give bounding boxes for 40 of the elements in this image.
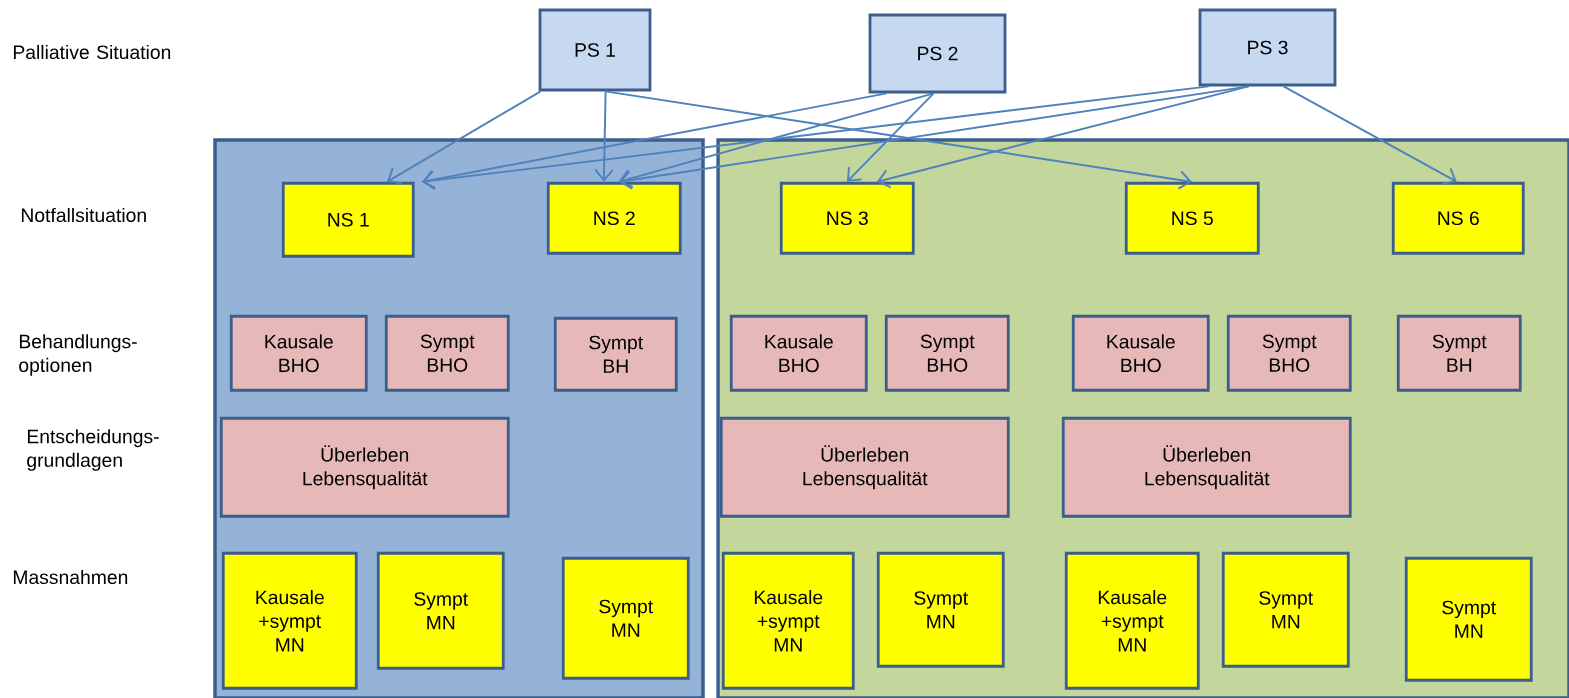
arrow <box>386 90 542 185</box>
measure-box: Sympt MN <box>1404 556 1533 682</box>
option-box: Sympt BH <box>553 316 678 392</box>
measure-box: Kausale +sympt MN <box>221 551 358 690</box>
process-box: PS 3 <box>1198 8 1337 87</box>
arrow <box>618 92 935 188</box>
option-box: Kausale BHO <box>1071 314 1210 392</box>
arrow <box>594 90 614 182</box>
emergency-box: NS 1 <box>281 181 415 258</box>
measure-box: Sympt MN <box>561 556 690 680</box>
option-box: Kausale BHO <box>729 314 868 392</box>
measure-box: Sympt MN <box>1221 551 1350 668</box>
row-label: Notfallsituation <box>21 207 146 223</box>
arrow <box>421 85 1210 191</box>
emergency-box: NS 6 <box>1391 181 1525 255</box>
emergency-box: NS 2 <box>546 181 682 255</box>
row-label: Massnahmen <box>13 569 128 585</box>
measure-box: Kausale +sympt MN <box>1064 551 1200 690</box>
option-box: Sympt BHO <box>384 314 510 392</box>
process-box: PS 2 <box>868 13 1007 94</box>
measure-box: Sympt MN <box>876 551 1005 668</box>
arrow <box>846 92 935 182</box>
row-label: Palliative Situation <box>13 44 171 60</box>
emergency-box: NS 3 <box>779 181 915 255</box>
option-box: Sympt BHO <box>884 314 1010 392</box>
measure-box: Sympt MN <box>376 551 505 670</box>
emergency-box: NS 5 <box>1124 181 1260 255</box>
decision-box: Überleben Lebensqualität <box>219 416 510 518</box>
decision-box: Überleben Lebensqualität <box>1061 416 1352 518</box>
option-box: Sympt BH <box>1396 314 1522 392</box>
arrow <box>604 90 1192 190</box>
option-box: Sympt BHO <box>1226 314 1352 392</box>
arrow <box>1282 85 1457 185</box>
decision-box: Überleben Lebensqualität <box>719 416 1010 518</box>
process-box: PS 1 <box>538 8 652 92</box>
option-box: Kausale BHO <box>229 314 368 392</box>
row-label: Entscheidungs- grundlagen <box>27 429 159 471</box>
arrow <box>876 85 1250 189</box>
row-label: Behandlungs- optionen <box>19 334 137 376</box>
measure-box: Kausale +sympt MN <box>721 551 855 690</box>
